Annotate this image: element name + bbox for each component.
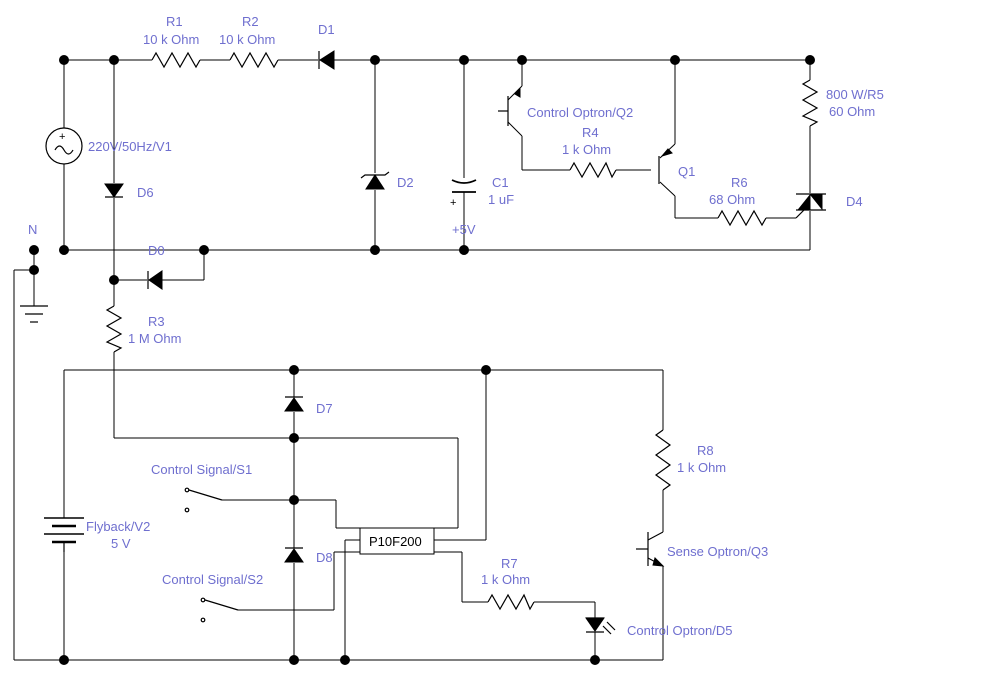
label-r5-name: 800 W/R5 xyxy=(826,87,884,102)
label-r8-name: R8 xyxy=(697,443,714,458)
label-c1-value: 1 uF xyxy=(488,192,514,207)
resistor-r3-symbol xyxy=(105,305,123,353)
wires xyxy=(13,59,811,661)
diode-d0-symbol xyxy=(147,270,163,290)
resistor-r1-symbol xyxy=(151,51,201,69)
label-r1-value: 10 k Ohm xyxy=(143,32,199,47)
label-d7: D7 xyxy=(316,401,333,416)
label-n: N xyxy=(28,222,37,237)
label-r8-value: 1 k Ohm xyxy=(677,460,726,475)
ground-symbol xyxy=(20,305,48,323)
label-v1: 220V/50Hz/V1 xyxy=(88,139,172,154)
switch-s2-symbol[interactable] xyxy=(200,597,239,623)
label-r3-value: 1 M Ohm xyxy=(128,331,181,346)
resistor-r8-symbol xyxy=(654,429,672,491)
label-q2: Control Optron/Q2 xyxy=(527,105,633,120)
switch-s1-symbol[interactable] xyxy=(184,487,223,513)
labels: R1 10 k Ohm R2 10 k Ohm D1 220V/50Hz/V1 … xyxy=(28,14,884,638)
label-d8: D8 xyxy=(316,550,333,565)
label-r7-name: R7 xyxy=(501,556,518,571)
resistor-r6-symbol xyxy=(717,209,767,227)
label-c1-name: C1 xyxy=(492,175,509,190)
label-r2-name: R2 xyxy=(242,14,259,29)
phototransistor-q2-symbol xyxy=(498,87,521,126)
diode-d7-symbol xyxy=(284,396,304,412)
label-v2-name: Flyback/V2 xyxy=(86,519,150,534)
transistor-q1-symbol xyxy=(658,148,673,184)
zener-d2-symbol xyxy=(360,171,390,190)
label-r4-name: R4 xyxy=(582,125,599,140)
label-plus5v: +5V xyxy=(452,222,476,237)
svg-text:+: + xyxy=(450,197,456,209)
resistor-r7-symbol xyxy=(487,593,535,611)
label-r2-value: 10 k Ohm xyxy=(219,32,275,47)
label-s2: Control Signal/S2 xyxy=(162,572,263,587)
label-d1: D1 xyxy=(318,22,335,37)
label-r6-value: 68 Ohm xyxy=(709,192,755,207)
label-q3: Sense Optron/Q3 xyxy=(667,544,768,559)
microcontroller-chip[interactable] xyxy=(359,527,435,555)
junction-dots xyxy=(29,55,815,665)
label-s1: Control Signal/S1 xyxy=(151,462,252,477)
phototransistor-q3-symbol xyxy=(636,532,665,567)
resistor-r2-symbol xyxy=(229,51,279,69)
resistor-r4-symbol xyxy=(569,161,617,179)
label-d2: D2 xyxy=(397,175,414,190)
label-d5: Control Optron/D5 xyxy=(627,623,733,638)
label-d0: D0 xyxy=(148,243,165,258)
ac-source-v1-symbol: + xyxy=(45,127,83,165)
svg-text:+: + xyxy=(59,131,65,143)
label-chip: P10F200 xyxy=(369,534,422,549)
label-q1: Q1 xyxy=(678,164,695,179)
triac-d4-symbol xyxy=(795,193,826,219)
capacitor-c1-symbol: + xyxy=(450,179,477,209)
label-v2-value: 5 V xyxy=(111,536,131,551)
label-r6-name: R6 xyxy=(731,175,748,190)
label-r5-value: 60 Ohm xyxy=(829,104,875,119)
label-d4: D4 xyxy=(846,194,863,209)
label-r3-name: R3 xyxy=(148,314,165,329)
diode-d8-symbol xyxy=(284,547,304,563)
battery-v2-symbol xyxy=(44,517,84,552)
resistor-r5-symbol xyxy=(801,79,819,127)
label-r1-name: R1 xyxy=(166,14,183,29)
led-d5-symbol xyxy=(585,617,616,635)
diode-d6-symbol xyxy=(104,183,124,198)
label-d6: D6 xyxy=(137,185,154,200)
label-r4-value: 1 k Ohm xyxy=(562,142,611,157)
diode-d1-symbol xyxy=(318,50,335,70)
label-r7-value: 1 k Ohm xyxy=(481,572,530,587)
